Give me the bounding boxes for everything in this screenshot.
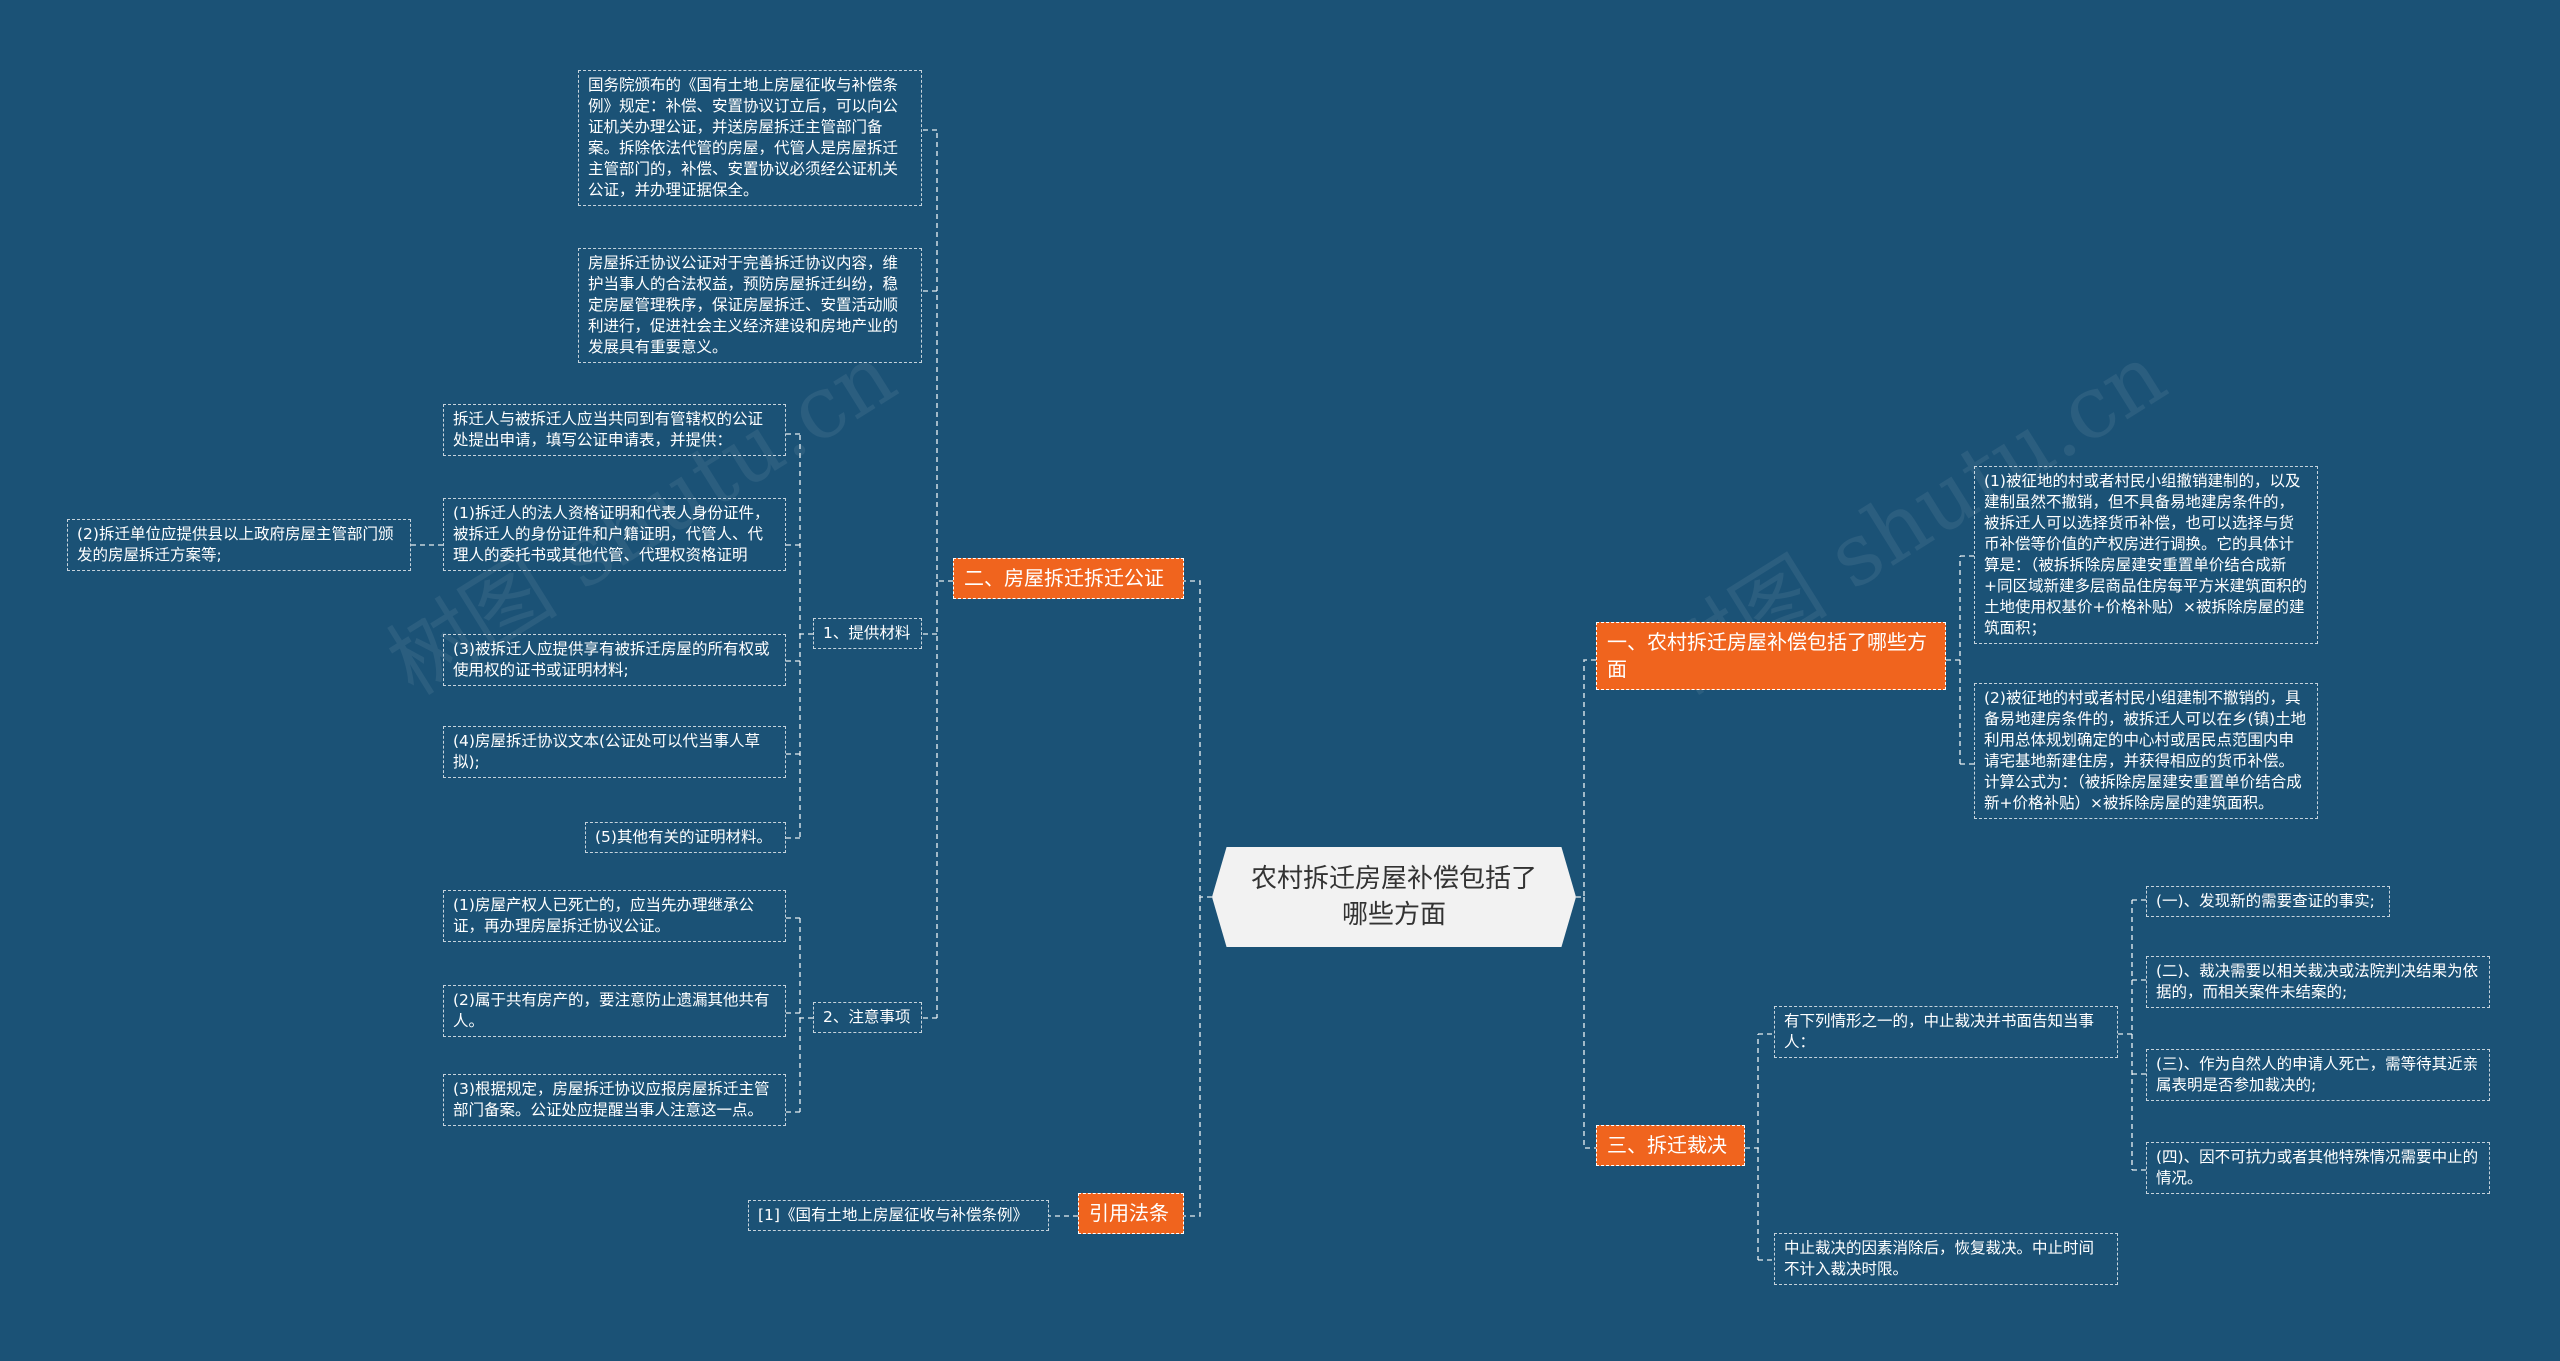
branch-notarization[interactable]: 二、房屋拆迁拆迁公证 (953, 558, 1184, 599)
cited-law-item[interactable]: [1]《国有土地上房屋征收与补偿条例》 (748, 1200, 1049, 1231)
branch-cited-law[interactable]: 引用法条 (1078, 1193, 1184, 1234)
precaution-item[interactable]: (3)根据规定，房屋拆迁协议应报房屋拆迁主管部门备案。公证处应提醒当事人注意这一… (443, 1074, 786, 1126)
node-materials[interactable]: 1、提供材料 (813, 618, 922, 649)
root-topic-label: 农村拆迁房屋补偿包括了哪些方面 (1250, 864, 1537, 930)
suspend-item[interactable]: (四)、因不可抗力或者其他特殊情况需要中止的情况。 (2146, 1142, 2490, 1194)
material-intro[interactable]: 拆迁人与被拆迁人应当共同到有管辖权的公证处提出申请，填写公证申请表，并提供： (443, 404, 786, 456)
node-suspend[interactable]: 有下列情形之一的，中止裁决并书面告知当事人： (1774, 1006, 2118, 1058)
suspend-item[interactable]: (二)、裁决需要以相关裁决或法院判决结果为依据的，而相关案件未结案的; (2146, 956, 2490, 1008)
material-sub-item[interactable]: (2)拆迁单位应提供县以上政府房屋主管部门颁发的房屋拆迁方案等; (67, 519, 411, 571)
material-item[interactable]: (1)拆迁人的法人资格证明和代表人身份证件，被拆迁人的身份证件和户籍证明，代管人… (443, 498, 786, 571)
precaution-item[interactable]: (1)房屋产权人已死亡的，应当先办理继承公证，再办理房屋拆迁协议公证。 (443, 890, 786, 942)
compensation-item[interactable]: (1)被征地的村或者村民小组撤销建制的，以及建制虽然不撤销，但不具备易地建房条件… (1974, 466, 2318, 644)
material-item[interactable]: (5)其他有关的证明材料。 (585, 822, 786, 853)
root-topic[interactable]: 农村拆迁房屋补偿包括了哪些方面 (1212, 847, 1576, 947)
material-item[interactable]: (3)被拆迁人应提供享有被拆迁房屋的所有权或使用权的证书或证明材料; (443, 634, 786, 686)
resume-note[interactable]: 中止裁决的因素消除后，恢复裁决。中止时间不计入裁决时限。 (1774, 1233, 2118, 1285)
suspend-item[interactable]: (一)、发现新的需要查证的事实; (2146, 886, 2390, 917)
note-regulation[interactable]: 国务院颁布的《国有土地上房屋征收与补偿条例》规定：补偿、安置协议订立后，可以向公… (578, 70, 922, 206)
node-precautions[interactable]: 2、注意事项 (813, 1002, 922, 1033)
note-significance[interactable]: 房屋拆迁协议公证对于完善拆迁协议内容，维护当事人的合法权益，预防房屋拆迁纠纷，稳… (578, 248, 922, 363)
compensation-item[interactable]: (2)被征地的村或者村民小组建制不撤销的，具备易地建房条件的，被拆迁人可以在乡(… (1974, 683, 2318, 819)
branch-compensation[interactable]: 一、农村拆迁房屋补偿包括了哪些方面 (1596, 622, 1946, 690)
branch-adjudication[interactable]: 三、拆迁裁决 (1596, 1125, 1745, 1166)
precaution-item[interactable]: (2)属于共有房产的，要注意防止遗漏其他共有人。 (443, 985, 786, 1037)
material-item[interactable]: (4)房屋拆迁协议文本(公证处可以代当事人草拟); (443, 726, 786, 778)
suspend-item[interactable]: (三)、作为自然人的申请人死亡，需等待其近亲属表明是否参加裁决的; (2146, 1049, 2490, 1101)
